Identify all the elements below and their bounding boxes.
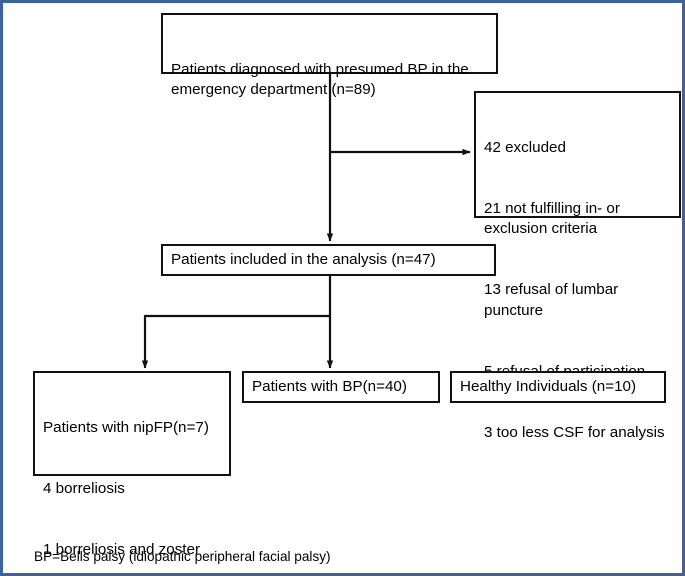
excluded-reason: 13 refusal of lumbar puncture <box>484 281 623 319</box>
nipfp-heading: Patients with nipFP(n=7) <box>43 418 209 436</box>
included-box: Patients included in the analysis (n=47) <box>161 244 496 276</box>
nipfp-item: 4 borreliosis <box>43 479 125 497</box>
bp-group-box: Patients with BP(n=40) <box>242 371 440 403</box>
abbreviation-legend: BP=Bells palsy (idiopathic peripheral fa… <box>34 508 331 573</box>
nipfp-item: 1 borreliosis and zoster <box>43 540 201 558</box>
nipfp-group-box: Patients with nipFP(n=7) 4 borreliosis 1… <box>33 371 231 558</box>
enrollment-box: Patients diagnosed with presumed BP in t… <box>161 13 498 98</box>
bp-group-text: Patients with BP(n=40) <box>252 377 407 395</box>
legend-line-bp: BP=Bells palsy (idiopathic peripheral fa… <box>34 548 331 564</box>
healthy-group-box: Healthy Individuals (n=10) <box>450 371 666 403</box>
healthy-group-text: Healthy Individuals (n=10) <box>460 377 637 395</box>
excluded-reason: 21 not fulfilling in- or exclusion crite… <box>484 199 625 238</box>
flowchart-canvas: Patients diagnosed with presumed BP in t… <box>3 3 682 573</box>
excluded-reason: 3 too less CSF for analysis <box>484 423 665 441</box>
excluded-box: 42 excluded 21 not fulfilling in- or exc… <box>474 91 681 441</box>
enrollment-box-text: Patients diagnosed with presumed BP in t… <box>171 60 469 99</box>
excluded-heading: 42 excluded <box>484 138 566 156</box>
included-box-text: Patients included in the analysis (n=47) <box>171 250 436 268</box>
